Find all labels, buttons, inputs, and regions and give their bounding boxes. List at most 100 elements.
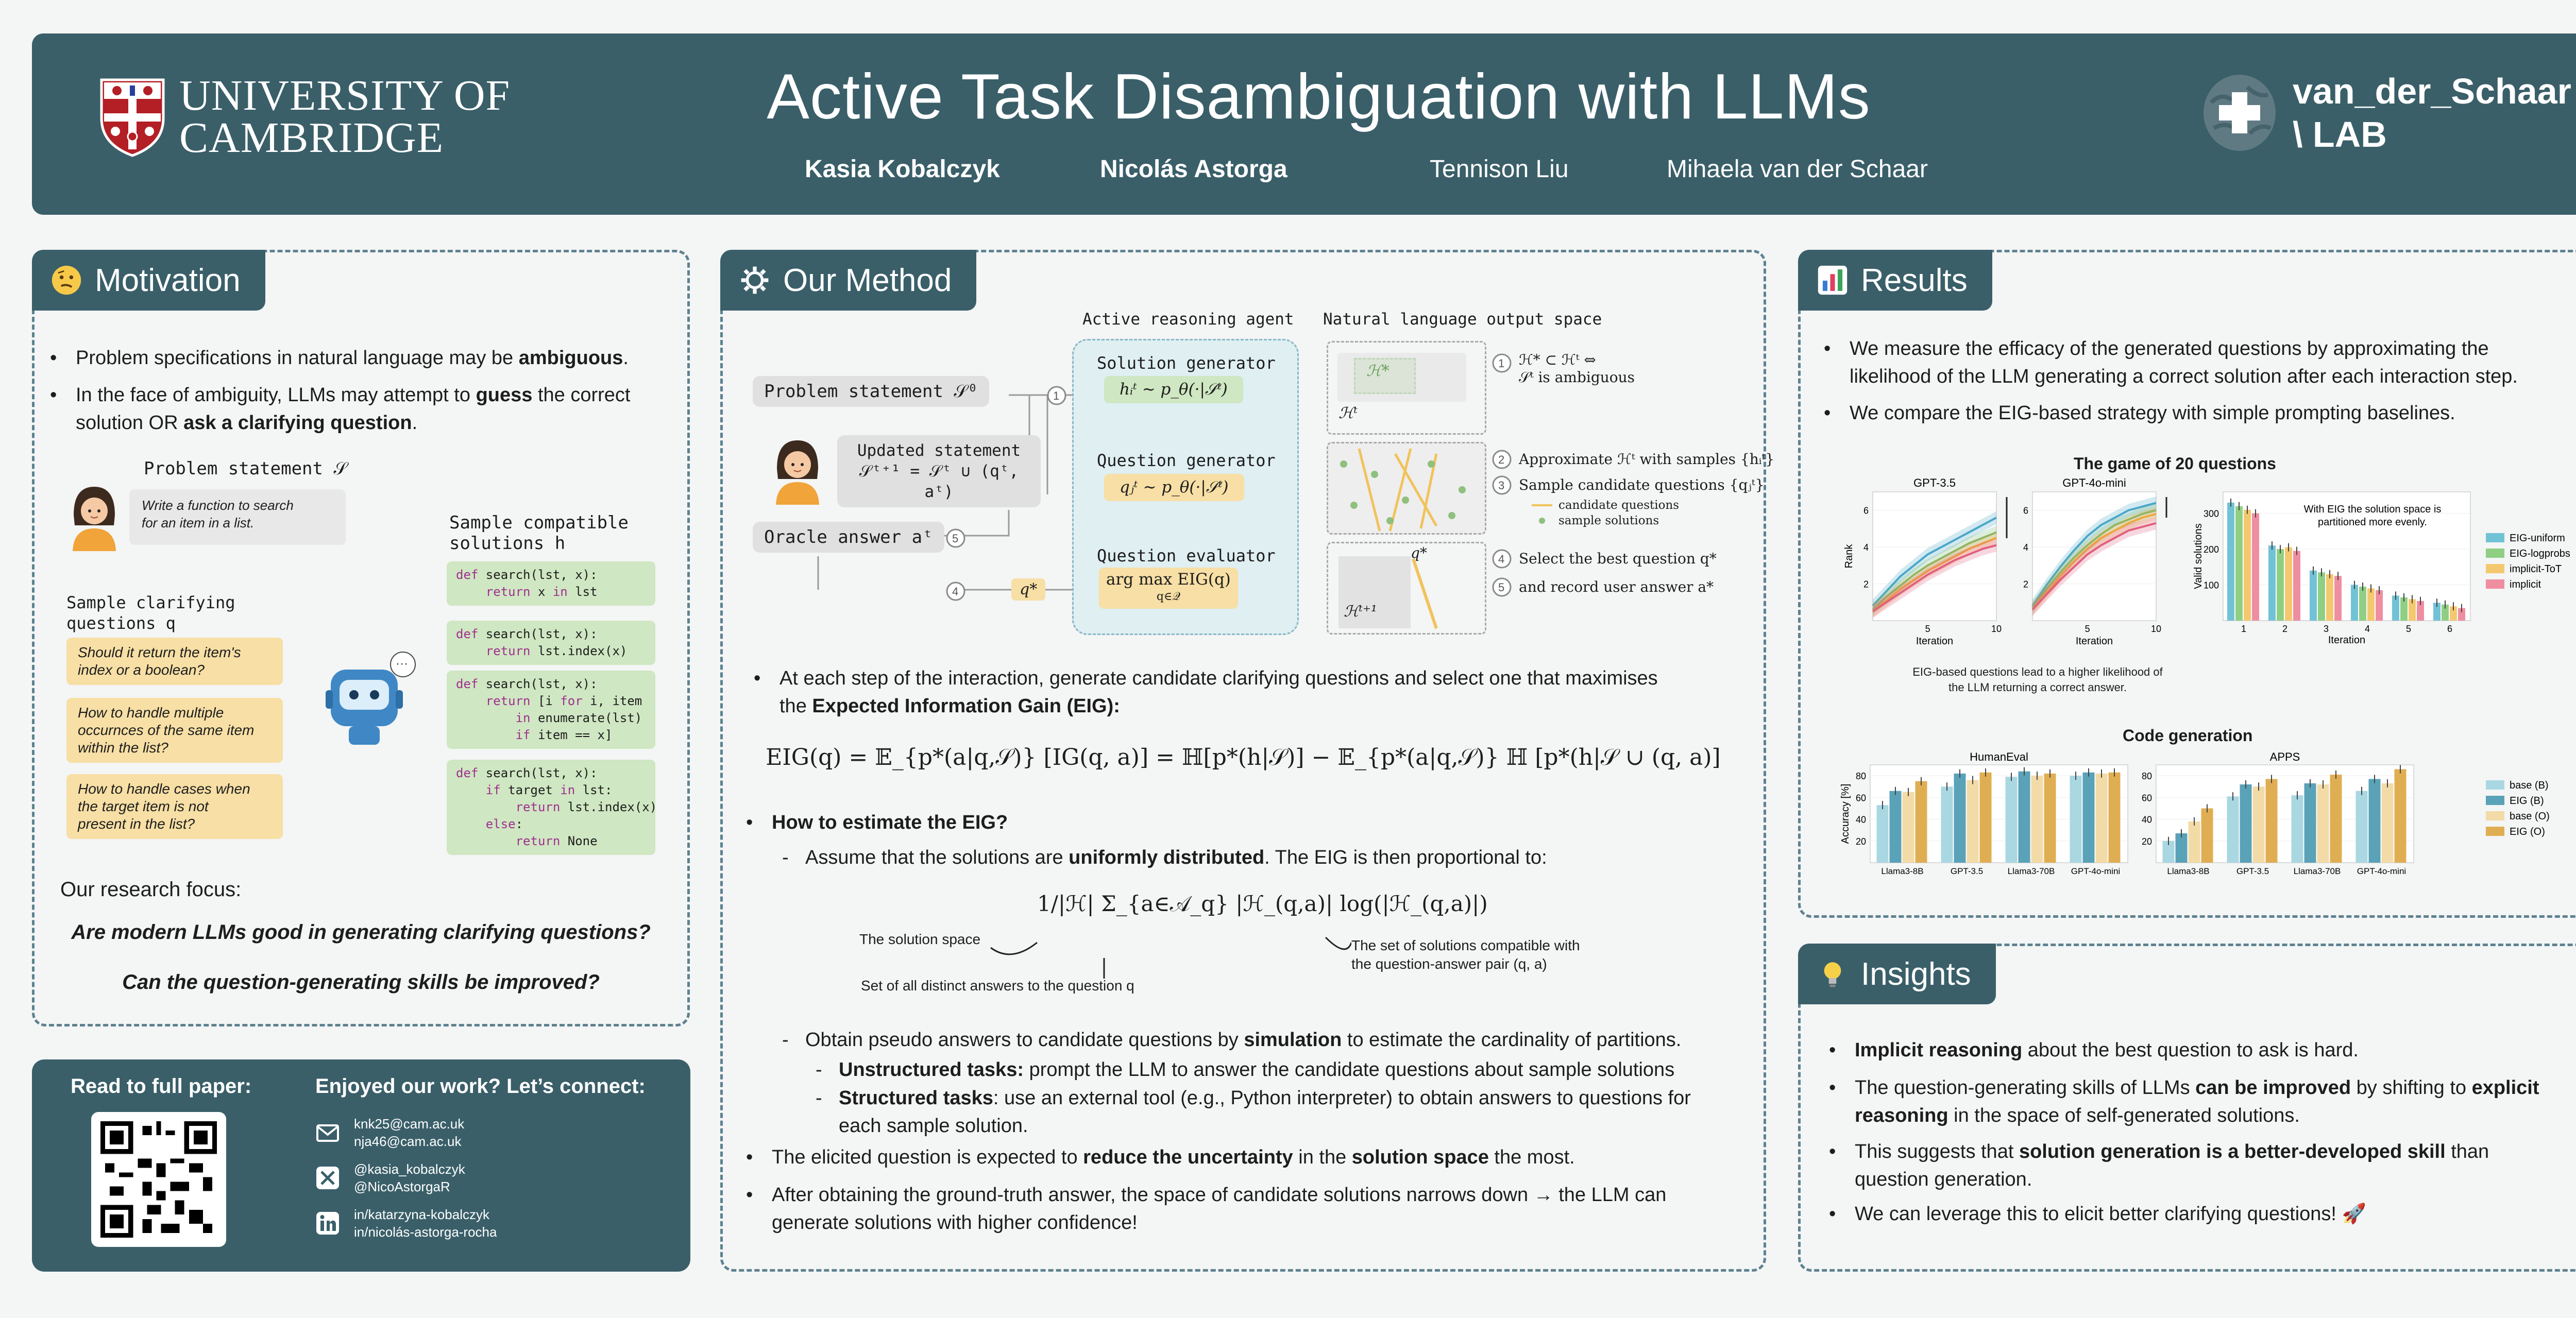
bar-3-2-1 [2018,771,2030,863]
legend-swatch-game-1 [2486,549,2504,558]
step-4-text: Select the best question q* [1519,550,1717,567]
legend-label-game-1: EIG-logprobs [2510,548,2570,559]
bar-chart-category-3-3: GPT-4o-mini [2071,866,2120,876]
line-series-0-2 [1872,537,1997,612]
bar-4-1-2 [2252,786,2265,863]
bar-2-0-1 [2235,506,2243,621]
line-series-1-3 [2031,522,2157,610]
line-chart-xtick-0: 5 [1925,624,1930,634]
eig-formula: EIG(q) = 𝔼_{p*(a|q,𝒮)} [IG(q, a)] = ℍ[p*… [766,744,1721,771]
bar-2-4-0 [2392,595,2399,621]
bar-3-0-1 [1889,791,1902,863]
bar-2-1-0 [2268,545,2276,621]
lab-name-line1: van_der_Schaar [2293,71,2571,111]
research-question-1: Are modern LLMs good in generating clari… [71,921,651,944]
bar-chart-category-2-0: 1 [2241,624,2246,634]
bar-chart-ytick-3: 20 [1856,836,1866,847]
hypothesis-space-panel-2 [1327,442,1486,535]
bar-2-5-1 [2442,604,2449,621]
results-bullet-2: •We compare the EIG-based strategy with … [1824,402,2455,424]
insight-4: •We can leverage this to elicit better c… [1829,1203,2366,1225]
bar-2-2-1 [2318,572,2325,621]
bar-3-3-3 [2108,772,2121,863]
annotation-answer-set: Set of all distinct answers to the quest… [861,978,1134,994]
linkedin-link-1[interactable]: in/katarzyna-kobalczyk [354,1207,489,1222]
method-sub-uniform: -Assume that the solutions are uniformly… [782,847,1547,868]
step-2-text: Approximate ℋᵗ with samples {hᵢᵗ} [1519,451,1775,468]
insights-title: Insights [1861,956,1971,992]
problem-statement-label: Problem statement 𝒮 [144,458,347,479]
bar-2-4-3 [2417,601,2424,621]
insights-tab: Insights [1798,944,1996,1004]
formula-annotation-arrows [990,936,1351,979]
bar-chart-ylabel-2: Valid solutions [2193,523,2204,589]
bar-chart-ytick-4: 40 [2142,815,2152,825]
legend-sample-solutions: sample solutions [1532,514,1659,527]
bar-2-4-2 [2409,599,2416,621]
svg-text:3: 3 [1498,479,1504,492]
method-title: Our Method [783,262,952,298]
linkedin-link-2[interactable]: in/nicolás-astorga-rocha [354,1224,497,1240]
author-1: Kasia Kobalczyk [805,156,1000,183]
bar-3-3-2 [2095,773,2108,863]
connect-panel: Read to full paper: Enjoyed our work? Le… [32,1059,690,1272]
line-chart-xlabel-1: Iteration [2076,636,2113,647]
bar-3-0-3 [1915,781,1927,863]
eig-proportional-formula: 1/|ℋ| Σ_{a∈𝒜_q} |ℋ_(q,a)| log(|ℋ_(q,a)|) [1037,891,1488,916]
author-3: Tennison Liu [1430,156,1569,183]
bar-note-line1: With EIG the solution space is [2304,504,2442,515]
bar-2-1-1 [2277,549,2284,621]
bar-chart-category-2-1: 2 [2282,624,2287,634]
x-handle-1[interactable]: @kasia_kobalczyk [354,1161,465,1177]
motivation-bullet-1: •Problem specifications in natural langu… [50,347,629,369]
game-caption: EIG-based questions lead to a higher lik… [1912,665,2163,694]
bar-chart-xlabel-2: Iteration [2328,635,2365,646]
method-tab: Our Method [720,250,977,311]
svg-text:4: 4 [1498,553,1504,566]
results-panel: Results •We measure the efficacy of the … [1798,250,2576,918]
line-chart-ylabel-0: Rank [1843,544,1855,569]
line-chart-ytick-1: 6 [2023,506,2028,516]
robot-ai-icon: ··· [326,652,416,745]
bar-chart-category-2-5: 6 [2447,624,2452,634]
email-link-2[interactable]: nja46@cam.ac.uk [354,1134,462,1149]
method-sub-simulation: -Obtain pseudo answers to candidate ques… [782,1029,1682,1051]
bar-3-1-3 [1979,772,1992,863]
bar-2-0-2 [2244,509,2251,621]
step-5-text: and record user answer a* [1519,578,1714,595]
legend-label-code-1: EIG (B) [2510,795,2544,807]
line-series-1-1 [2031,509,2157,609]
bar-chart-category-3-0: Llama3-8B [1881,866,1923,876]
motivation-panel: Motivation •Problem specifications in na… [32,250,690,1026]
x-handle-2[interactable]: @NicoAstorgaR [354,1179,450,1194]
email-icon [316,1124,339,1142]
paper-qr-code[interactable] [91,1112,226,1247]
brain-cross-icon [2204,75,2276,151]
bar-4-3-2 [2381,783,2394,863]
bar-chart-ytick-3: 40 [1856,815,1866,825]
bar-2-0-0 [2227,502,2234,621]
lightbulb-icon [1816,957,1850,991]
line-band-0-2 [1873,531,1996,618]
email-link-1[interactable]: knk25@cam.ac.uk [354,1116,465,1132]
gear-icon [738,263,772,297]
bar-2-2-0 [2310,570,2317,621]
poster-title: Active Task Disambiguation with LLMs [767,61,1871,132]
bar-4-2-3 [2330,775,2342,863]
line-chart-title-1: GPT-4o-mini [2062,476,2126,489]
bar-3-3-0 [2070,776,2082,863]
thinking-face-icon [49,263,83,297]
bar-chart-category-3-2: Llama3-70B [2008,866,2055,876]
results-title: Results [1861,262,1968,298]
legend-candidate-questions: candidate questions [1532,499,1679,512]
legend-label-code-2: base (O) [2510,811,2550,822]
university-line2: CAMBRIDGE [179,114,444,162]
